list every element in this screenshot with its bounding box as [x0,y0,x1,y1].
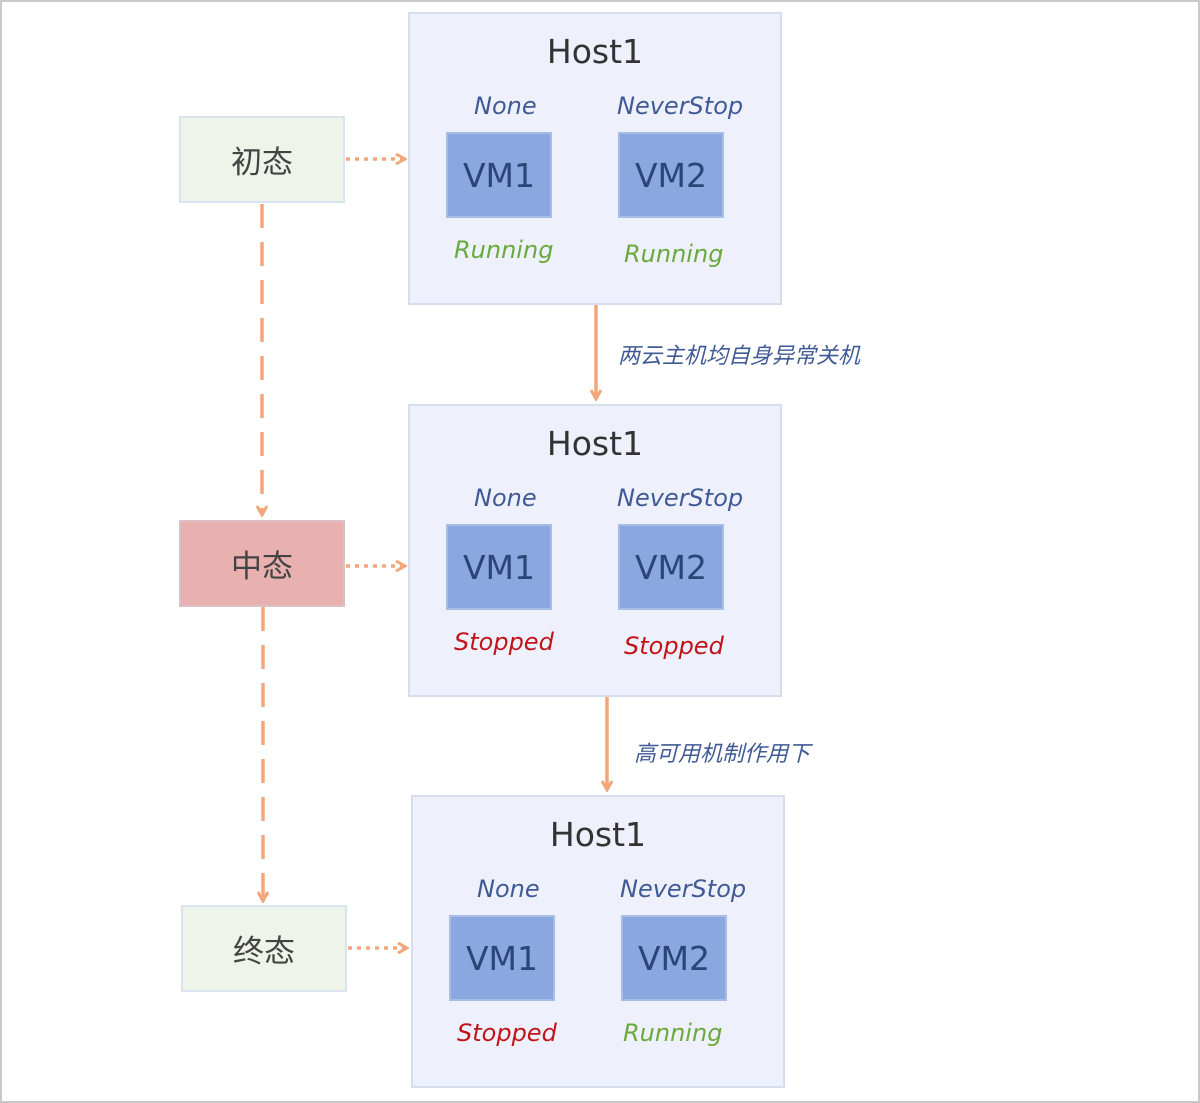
vm2-policy: NeverStop [617,484,744,512]
vm2-box: VM2 [618,132,724,218]
vm2-policy: NeverStop [617,92,744,120]
vm1-box: VM1 [446,524,552,610]
state-initial: 初态 [179,116,345,203]
transition-label-ha: 高可用机制作用下 [634,742,811,767]
state-final-label: 终态 [233,934,295,970]
transition-label-failure: 两云主机均自身异常关机 [618,344,861,369]
vm2-box: VM2 [618,524,724,610]
state-final: 终态 [181,905,347,992]
host-panel-middle: Host1 None NeverStop VM1 VM2 Stopped Sto… [408,404,782,697]
vm1-label: VM1 [462,547,536,587]
vm2-label: VM2 [634,547,708,587]
vm2-status: Stopped [624,632,724,660]
vm1-label: VM1 [465,938,539,978]
vm1-policy: None [477,875,540,903]
host-panel-final: Host1 None NeverStop VM1 VM2 Stopped Run… [411,795,785,1088]
vm1-status: Running [454,236,554,264]
host-title: Host1 [549,815,647,854]
state-middle: 中态 [179,520,345,607]
vm2-label: VM2 [634,155,708,195]
vm2-status: Running [623,1019,723,1047]
host-title: Host1 [546,424,644,463]
vm1-policy: None [474,484,537,512]
vm1-status: Stopped [457,1019,557,1047]
vm1-policy: None [474,92,537,120]
vm2-policy: NeverStop [620,875,747,903]
vm1-status: Stopped [454,628,554,656]
state-middle-label: 中态 [231,549,293,585]
vm1-box: VM1 [446,132,552,218]
vm2-label: VM2 [637,938,711,978]
state-initial-label: 初态 [231,145,293,181]
vm2-status: Running [624,240,724,268]
host-title: Host1 [546,32,644,71]
vm1-box: VM1 [449,915,555,1001]
host-panel-initial: Host1 None NeverStop VM1 VM2 Running Run… [408,12,782,305]
vm2-box: VM2 [621,915,727,1001]
vm1-label: VM1 [462,155,536,195]
